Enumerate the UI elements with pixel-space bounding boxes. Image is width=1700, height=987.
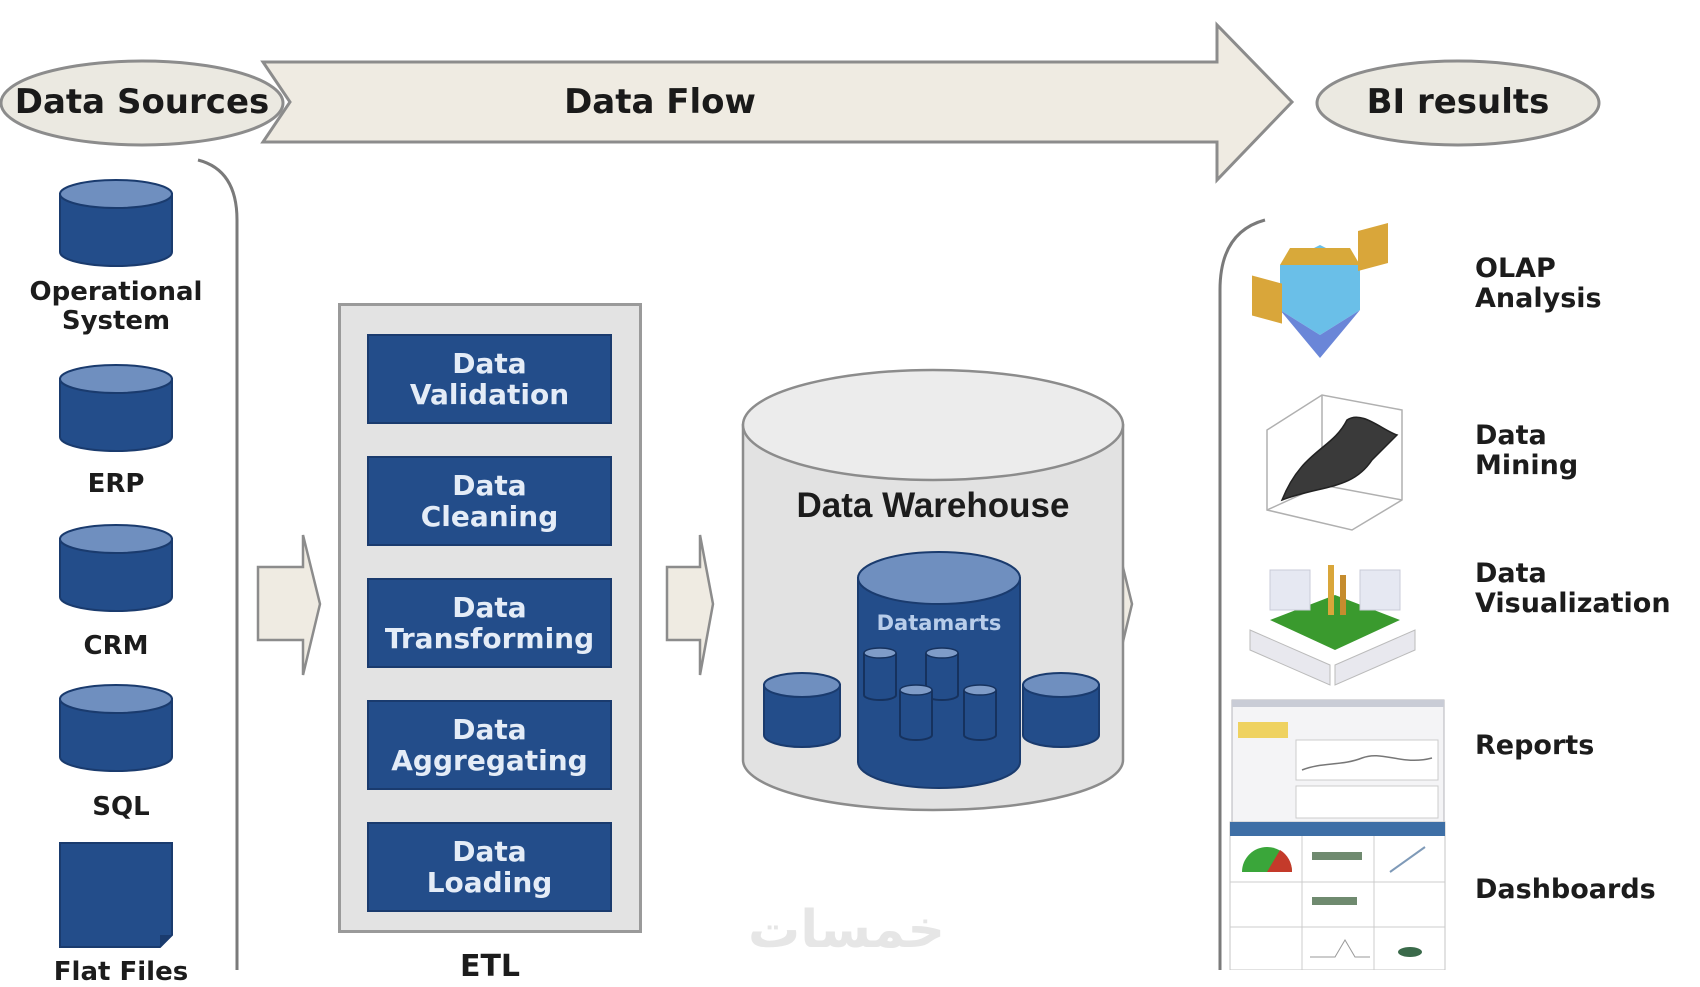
etl-step-line: Validation	[409, 378, 570, 411]
data-flow-arrow	[260, 21, 1295, 184]
sources-bracket	[197, 158, 239, 970]
etl-step-line: Cleaning	[420, 500, 559, 533]
bi-label-line: Mining	[1475, 450, 1579, 482]
etl-step-line: Data	[452, 590, 527, 624]
source-label-line: Operational	[29, 277, 203, 307]
etl-step-line: Data	[452, 468, 527, 502]
bi-label-line: Data	[1475, 558, 1547, 589]
etl-title: ETL	[459, 949, 521, 984]
bi-label-data-visualization: Data Visualization	[1475, 558, 1671, 620]
datamarts-label: Datamarts	[876, 611, 1002, 635]
bi-label-reports: Reports	[1475, 730, 1595, 761]
olap-cube-icon	[1252, 223, 1388, 358]
etl-step-line: Aggregating	[391, 744, 588, 777]
database-cylinder-icon	[59, 524, 173, 612]
database-cylinder-icon	[59, 364, 173, 452]
file-icon	[59, 842, 173, 948]
bi-label-line: Data	[1475, 420, 1547, 451]
bi-results-ellipse	[1315, 59, 1601, 147]
etl-step-aggregating: Data Aggregating	[367, 700, 612, 790]
source-label-sql: SQL	[92, 792, 150, 822]
dashboard-grid-icon	[1229, 821, 1446, 970]
bi-results-label: BI results	[1366, 82, 1550, 122]
bi-label-dashboards: Dashboards	[1475, 874, 1656, 905]
bi-label-line: Analysis	[1475, 283, 1602, 315]
data-flow-label: Data Flow	[564, 82, 756, 122]
etl-step-cleaning: Data Cleaning	[367, 456, 612, 546]
bi-label-line: OLAP	[1475, 253, 1556, 284]
data-warehouse-cylinder	[741, 368, 1125, 812]
watermark: خمسات	[748, 900, 946, 960]
source-label-crm: CRM	[83, 631, 149, 661]
etl-step-loading: Data Loading	[367, 822, 612, 912]
report-window-icon	[1231, 699, 1445, 826]
etl-step-line: Data	[452, 346, 527, 380]
database-cylinder-icon	[59, 179, 173, 267]
database-cylinder-icon	[59, 684, 173, 772]
bi-bracket	[1218, 218, 1266, 970]
etl-step-line: Loading	[426, 866, 553, 899]
etl-step-transforming: Data Transforming	[367, 578, 612, 668]
source-label-flat-files: Flat Files	[53, 957, 189, 987]
source-label-line: System	[61, 306, 171, 337]
3d-chart-icon	[1249, 565, 1416, 686]
data-sources-ellipse	[0, 59, 285, 147]
surface-plot-icon	[1266, 394, 1403, 531]
data-sources-label: Data Sources	[14, 82, 270, 122]
source-label-operational-system: Operational System	[10, 277, 222, 337]
arrow-etl-to-warehouse	[665, 534, 715, 676]
etl-step-validation: Data Validation	[367, 334, 612, 424]
etl-step-line: Transforming	[384, 622, 595, 655]
etl-step-line: Data	[452, 834, 527, 868]
source-label-erp: ERP	[87, 469, 145, 499]
bi-label-olap-analysis: OLAP Analysis	[1475, 253, 1602, 315]
arrow-sources-to-etl	[256, 534, 322, 676]
bi-label-data-mining: Data Mining	[1475, 420, 1579, 482]
bi-label-line: Visualization	[1475, 588, 1671, 620]
data-warehouse-title: Data Warehouse	[796, 486, 1070, 525]
etl-step-line: Data	[452, 712, 527, 746]
